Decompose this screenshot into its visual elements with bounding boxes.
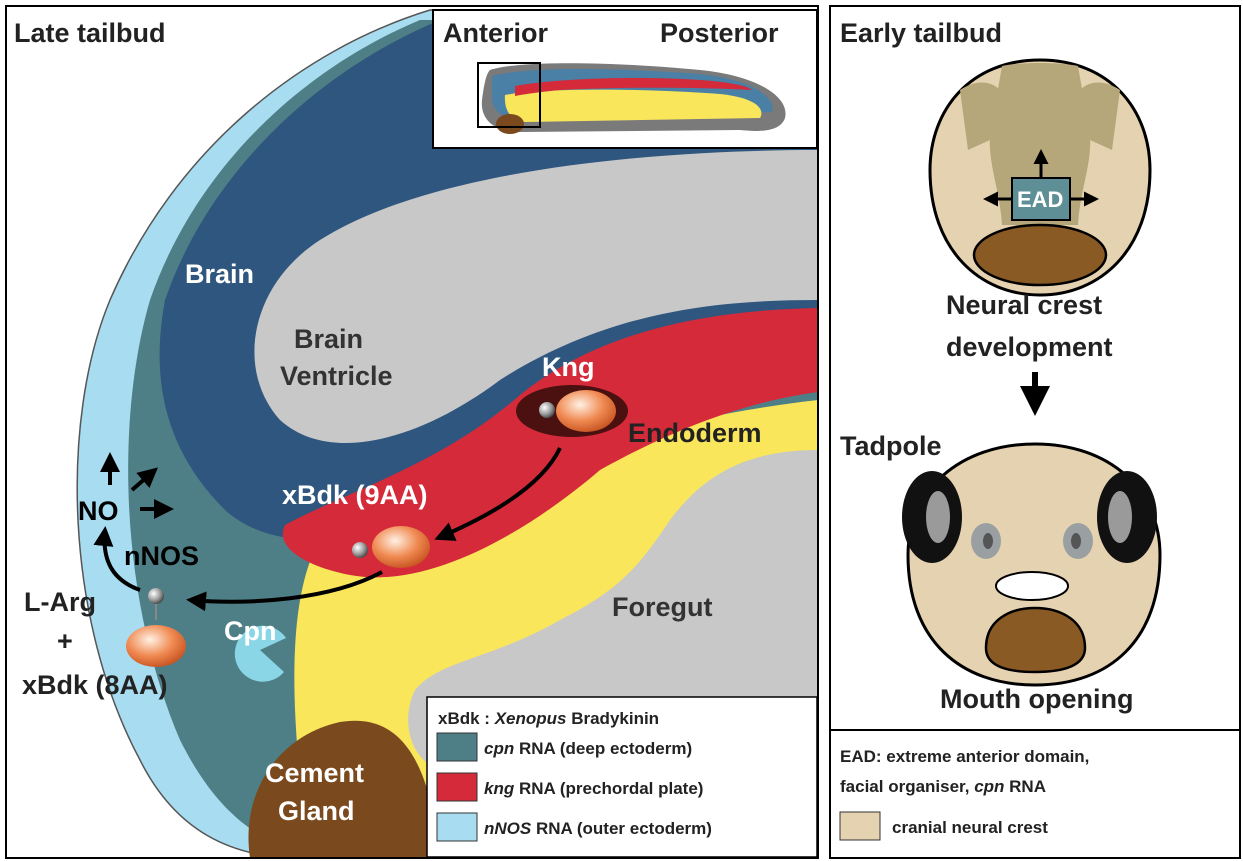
right-panel-title: Early tailbud	[840, 18, 1002, 48]
left-nostril-pit	[983, 533, 993, 549]
legend-swatch-nnos	[437, 813, 477, 841]
brain-ventricle-label-2: Ventricle	[280, 361, 393, 391]
neural-crest-label-2: development	[946, 332, 1113, 362]
legend-item-nnos: nNOS RNA (outer ectoderm)	[484, 819, 712, 838]
legend-item-cpn: cpn RNA (deep ectoderm)	[484, 739, 692, 758]
inset-cement	[496, 114, 524, 134]
left-panel-title: Late tailbud	[14, 18, 166, 48]
larg-label: L-Arg	[24, 587, 96, 617]
cement-gland-label-2: Gland	[278, 796, 355, 826]
early-tailbud-head: EAD	[930, 60, 1150, 295]
xbdk9-vesicle	[372, 526, 430, 568]
left-eye-inner	[926, 491, 950, 543]
right-eye-inner	[1108, 491, 1132, 543]
ead-definition-line1: EAD: extreme anterior domain,	[840, 747, 1089, 766]
neural-crest-label-1: Neural crest	[946, 290, 1102, 320]
left-legend: xBdk : Xenopus Bradykinin cpn RNA (deep …	[427, 697, 817, 857]
xbdk8-label: xBdk (8AA)	[22, 670, 168, 700]
left-panel: Late tailbud Brain Brain Ventricle Kng E…	[6, 6, 818, 858]
foregut-label: Foregut	[612, 592, 713, 622]
larg-molecule	[148, 588, 164, 604]
right-panel: Early tailbud EAD Neural crest developme…	[830, 6, 1240, 858]
mouth-opening	[996, 572, 1068, 600]
legend-item-kng: kng RNA (prechordal plate)	[484, 779, 703, 798]
xbdk9-label: xBdk (9AA)	[282, 480, 428, 510]
kng-small-peptide	[539, 402, 555, 418]
xbdk9-small-peptide	[352, 542, 368, 558]
tadpole-head	[902, 444, 1160, 685]
tadpole-label: Tadpole	[840, 431, 942, 461]
inset-endoderm	[505, 90, 762, 122]
cpn-label: Cpn	[224, 616, 276, 646]
legend-swatch-cpn	[437, 733, 477, 761]
legend-swatch-cranial-neural-crest	[840, 812, 880, 840]
ead-label: EAD	[1017, 187, 1063, 212]
plus-label: +	[57, 626, 73, 656]
mouth-opening-label: Mouth opening	[940, 684, 1133, 714]
right-nostril-pit	[1071, 533, 1081, 549]
inset-anterior-label: Anterior	[443, 18, 549, 48]
kng-vesicle	[556, 390, 616, 432]
nnos-label: nNOS	[124, 541, 199, 571]
no-label: NO	[78, 496, 119, 526]
legend-swatch-kng	[437, 773, 477, 801]
xbdk8-vesicle	[126, 625, 186, 667]
early-mouth-region	[974, 225, 1106, 285]
ead-definition-line2: facial organiser, cpn RNA	[840, 777, 1046, 796]
brain-ventricle-label-1: Brain	[294, 324, 363, 354]
legend-title: xBdk : Xenopus Bradykinin	[438, 709, 659, 728]
kng-label: Kng	[542, 352, 594, 382]
brain-label: Brain	[185, 259, 254, 289]
inset-posterior-label: Posterior	[660, 18, 779, 48]
endoderm-label: Endoderm	[628, 418, 762, 448]
cement-gland-label-1: Cement	[265, 758, 364, 788]
tadpole-cement-region	[986, 608, 1085, 672]
embryo-inset: Anterior Posterior	[433, 10, 817, 148]
legend-cranial-neural-crest: cranial neural crest	[892, 818, 1048, 837]
